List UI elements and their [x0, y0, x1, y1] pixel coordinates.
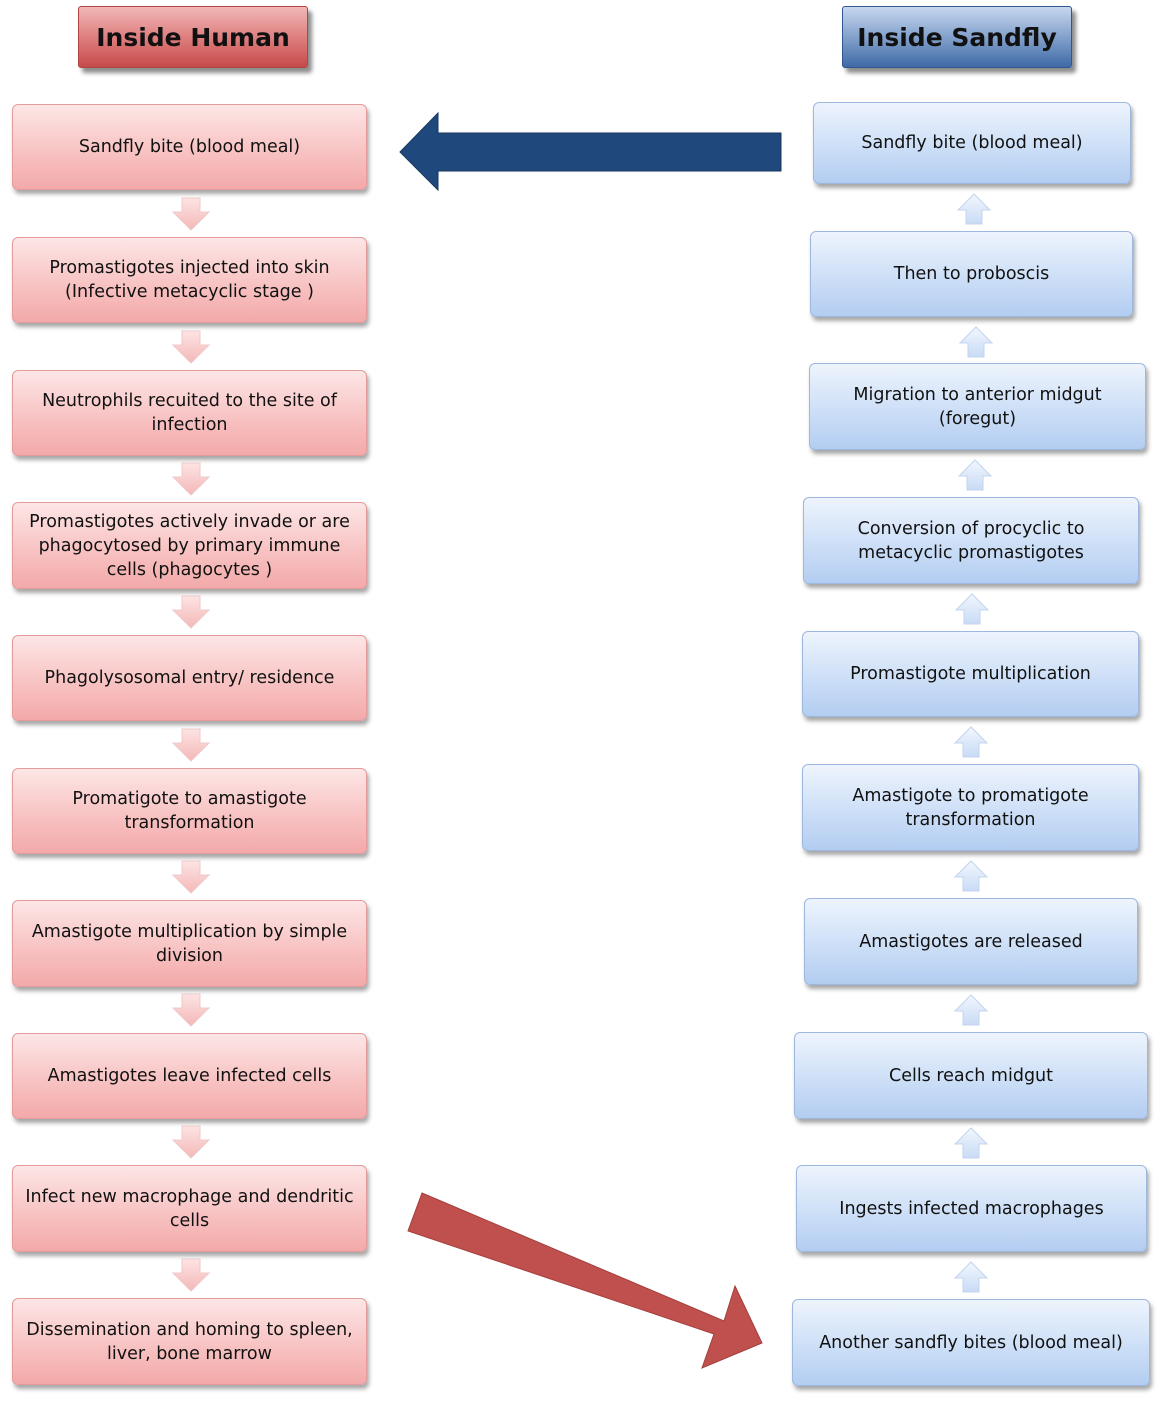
up-arrow-icon	[954, 593, 990, 625]
down-arrow-icon	[171, 993, 211, 1027]
sandfly-step-3: Migration to anterior midgut (foregut)	[809, 363, 1146, 450]
up-arrow-icon	[953, 1261, 989, 1293]
down-arrow-icon	[171, 462, 211, 496]
sandfly-step-6: Amastigote to promatigote transformation	[802, 764, 1139, 851]
up-arrow-icon	[953, 994, 989, 1026]
human-down-arrows	[171, 197, 211, 1292]
inside-sandfly-header: Inside Sandfly	[842, 6, 1072, 68]
down-arrow-icon	[171, 197, 211, 231]
sandfly-step-5: Promastigote multiplication	[802, 631, 1139, 717]
human-step-6: Promatigote to amastigote transformation	[12, 768, 367, 854]
human-step-10: Dissemination and homing to spleen, live…	[12, 1298, 367, 1385]
human-step-8: Amastigotes leave infected cells	[12, 1033, 367, 1119]
down-arrow-icon	[171, 595, 211, 629]
up-arrow-icon	[958, 326, 994, 358]
human-step-9: Infect new macrophage and dendritic cell…	[12, 1165, 367, 1252]
sandfly-step-4: Conversion of procyclic to metacyclic pr…	[803, 497, 1139, 584]
up-arrow-icon	[953, 726, 989, 758]
up-arrow-icon	[957, 459, 993, 491]
human-step-3: Neutrophils recuited to the site of infe…	[12, 370, 367, 456]
human-step-5: Phagolysosomal entry/ residence	[12, 635, 367, 721]
human-step-2: Promastigotes injected into skin (Infect…	[12, 237, 367, 323]
down-arrow-icon	[171, 1125, 211, 1159]
sandfly-step-7: Amastigotes are released	[804, 898, 1138, 985]
up-arrow-icon	[953, 1127, 989, 1159]
sandfly-step-2: Then to proboscis	[810, 231, 1133, 317]
sandfly-step-9: Ingests infected macrophages	[796, 1165, 1147, 1252]
sandfly-step-8: Cells reach midgut	[794, 1032, 1148, 1119]
big-diagonal-arrow-icon	[407, 1192, 763, 1369]
sandfly-up-arrows	[953, 193, 994, 1293]
human-step-4: Promastigotes actively invade or are pha…	[12, 502, 367, 589]
human-step-1: Sandfly bite (blood meal)	[12, 104, 367, 190]
sandfly-step-1: Sandfly bite (blood meal)	[813, 102, 1131, 184]
inside-human-header: Inside Human	[78, 6, 308, 68]
down-arrow-icon	[171, 860, 211, 894]
down-arrow-icon	[171, 330, 211, 364]
sandfly-step-10: Another sandfly bites (blood meal)	[792, 1299, 1150, 1386]
up-arrow-icon	[953, 860, 989, 892]
down-arrow-icon	[171, 1258, 211, 1292]
human-step-7: Amastigote multiplication by simple divi…	[12, 900, 367, 987]
down-arrow-icon	[171, 728, 211, 762]
big-left-arrow-icon	[399, 111, 782, 192]
up-arrow-icon	[956, 193, 992, 225]
